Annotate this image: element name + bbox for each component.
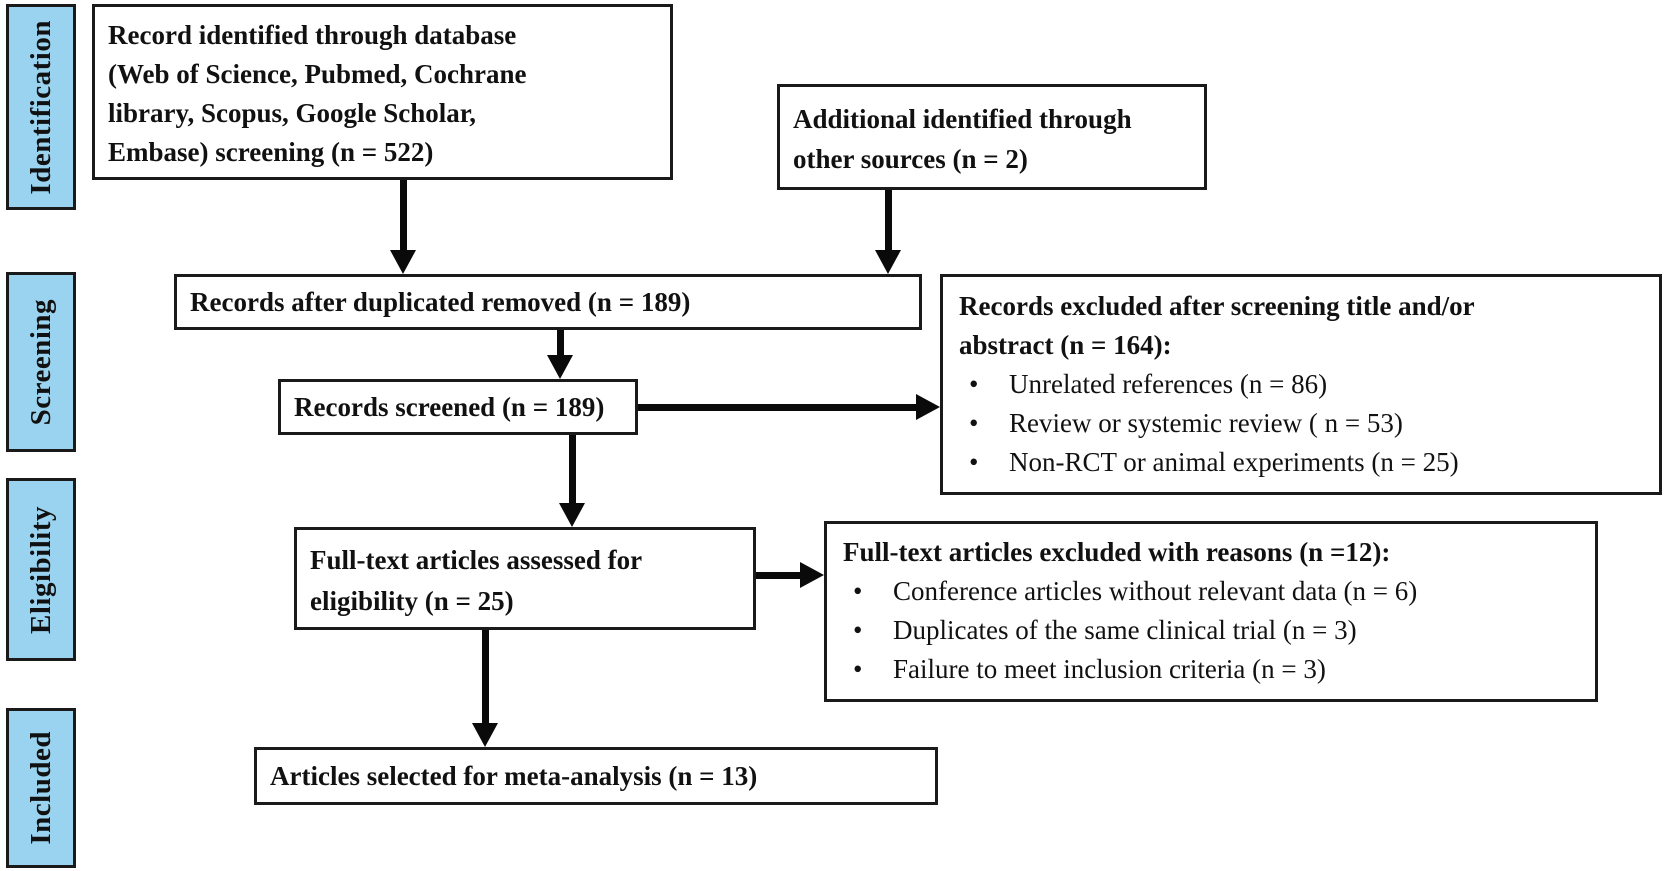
arrow-duplicates-to-screened-stem	[557, 330, 564, 357]
arrow-identified-to-duplicates-head	[390, 250, 416, 274]
arrow-assessed-to-excluded-stem	[756, 572, 800, 579]
box-records-identified-line2: (Web of Science, Pubmed, Cochrane	[108, 59, 527, 89]
arrow-duplicates-to-screened-head	[547, 355, 573, 379]
box-fulltext-assessed-line1: Full-text articles assessed for	[310, 545, 643, 575]
box-fulltext-assessed-line2: eligibility (n = 25)	[310, 586, 514, 616]
excluded-screening-item: Review or systemic review ( n = 53)	[959, 404, 1649, 443]
arrow-screened-to-assessed-stem	[569, 435, 576, 504]
box-records-identified-line3: library, Scopus, Google Scholar,	[108, 98, 477, 128]
arrow-assessed-to-excluded-head	[800, 562, 824, 588]
arrow-additional-to-duplicates-stem	[885, 190, 892, 250]
arrow-screened-to-excluded-stem	[638, 404, 918, 411]
box-records-after-duplicates-text: Records after duplicated removed (n = 18…	[190, 286, 691, 317]
arrow-screened-to-excluded-head	[916, 394, 940, 420]
box-records-screened: Records screened (n = 189)	[278, 379, 638, 435]
box-records-excluded-heading-line1: Records excluded after screening title a…	[959, 291, 1475, 321]
box-additional-sources-line1: Additional identified through	[793, 104, 1132, 134]
box-additional-sources-line2: other sources (n = 2)	[793, 144, 1028, 174]
stage-identification-label: Identification	[24, 19, 57, 195]
stage-eligibility-label: Eligibility	[24, 505, 57, 634]
arrow-identified-to-duplicates-stem	[400, 180, 407, 250]
stage-identification: Identification	[6, 4, 76, 210]
stage-included: Included	[6, 708, 76, 868]
box-records-identified-line4: Embase) screening (n = 522)	[108, 137, 434, 167]
fulltext-excluded-item: Conference articles without relevant dat…	[843, 572, 1585, 611]
box-additional-sources: Additional identified through other sour…	[777, 84, 1207, 190]
fulltext-excluded-item: Duplicates of the same clinical trial (n…	[843, 611, 1585, 650]
box-fulltext-excluded-heading: Full-text articles excluded with reasons…	[843, 537, 1391, 567]
excluded-screening-item: Unrelated references (n = 86)	[959, 365, 1649, 404]
stage-screening: Screening	[6, 272, 76, 452]
arrow-screened-to-assessed-head	[559, 503, 585, 527]
arrow-additional-to-duplicates-head	[875, 250, 901, 274]
box-records-excluded-heading-line2: abstract (n = 164):	[959, 330, 1172, 360]
stage-included-label: Included	[24, 731, 57, 845]
box-articles-selected: Articles selected for meta-analysis (n =…	[254, 747, 938, 805]
stage-screening-label: Screening	[24, 298, 57, 426]
arrow-assessed-to-selected-head	[472, 723, 498, 747]
arrow-assessed-to-selected-stem	[482, 630, 489, 724]
stage-eligibility: Eligibility	[6, 478, 76, 661]
excluded-screening-item: Non-RCT or animal experiments (n = 25)	[959, 443, 1649, 482]
box-records-after-duplicates: Records after duplicated removed (n = 18…	[174, 274, 922, 330]
box-fulltext-excluded: Full-text articles excluded with reasons…	[824, 521, 1598, 702]
box-records-screened-text: Records screened (n = 189)	[294, 391, 605, 422]
fulltext-excluded-item: Failure to meet inclusion criteria (n = …	[843, 650, 1585, 689]
box-records-excluded-screening: Records excluded after screening title a…	[940, 274, 1662, 495]
box-records-identified: Record identified through database (Web …	[92, 4, 673, 180]
box-records-identified-line1: Record identified through database	[108, 20, 517, 50]
box-fulltext-assessed: Full-text articles assessed for eligibil…	[294, 527, 756, 630]
box-articles-selected-text: Articles selected for meta-analysis (n =…	[270, 760, 758, 791]
